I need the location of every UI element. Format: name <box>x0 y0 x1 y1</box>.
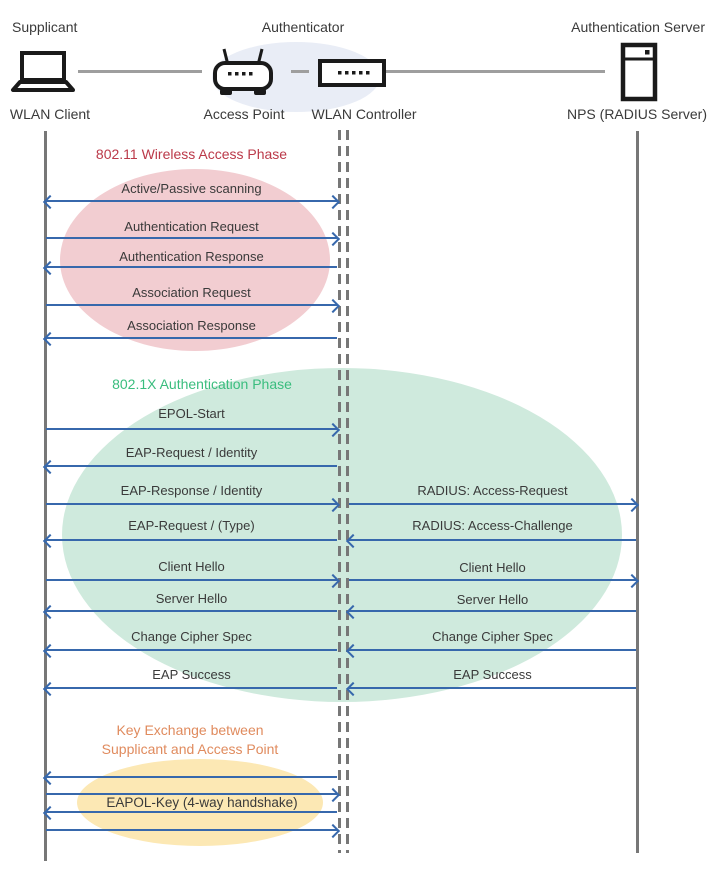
phase-title-80211: 802.11 Wireless Access Phase <box>95 146 288 162</box>
lifeline-nps-server <box>636 131 639 853</box>
message-eap-success-left: EAP Success <box>152 667 231 682</box>
role-authenticator: Authenticator <box>261 19 345 35</box>
lifeline-dashed-left <box>338 130 341 853</box>
message-eapol-key-handshake: EAPOL-Key (4-way handshake) <box>106 795 298 810</box>
label-wlan-client: WLAN Client <box>9 106 91 122</box>
arrow-epol-start <box>46 428 337 430</box>
arrow-eapol-key-4 <box>46 829 337 831</box>
message-eap-response-identity: EAP-Response / Identity <box>120 483 263 498</box>
message-server-hello-right: Server Hello <box>456 592 529 607</box>
message-client-hello-right: Client Hello <box>459 560 526 575</box>
message-radius-access-challenge: RADIUS: Access-Challenge <box>412 518 573 533</box>
arrow-eapol-key-1 <box>46 776 337 778</box>
arrow-authentication-response <box>46 266 337 268</box>
arrow-radius-access-challenge <box>349 539 636 541</box>
arrow-server-hello-right <box>349 610 636 612</box>
message-authentication-request: Authentication Request <box>124 219 259 234</box>
message-server-hello-left: Server Hello <box>155 591 228 606</box>
role-authentication-server: Authentication Server <box>571 19 705 35</box>
label-nps-radius-server: NPS (RADIUS Server) <box>566 106 708 122</box>
message-eap-success-right: EAP Success <box>453 667 532 682</box>
arrow-eap-response-identity <box>46 503 337 505</box>
arrow-radius-access-request <box>349 503 636 505</box>
message-change-cipher-spec-right: Change Cipher Spec <box>432 629 553 644</box>
phase-title-key-exchange-line2: Supplicant and Access Point <box>101 741 279 757</box>
arrow-eap-request-type <box>46 539 337 541</box>
message-eap-request-type: EAP-Request / (Type) <box>128 518 255 533</box>
message-epol-start: EPOL-Start <box>158 406 225 421</box>
arrow-association-response <box>46 337 337 339</box>
message-authentication-response: Authentication Response <box>119 249 264 264</box>
access-point-icon <box>213 48 273 95</box>
connector-controller-to-server <box>386 70 605 73</box>
phase-title-key-exchange-line1: Key Exchange between <box>116 722 264 738</box>
server-icon <box>620 42 658 102</box>
arrow-eap-success-right <box>349 687 636 689</box>
message-association-request: Association Request <box>132 285 251 300</box>
message-radius-access-request: RADIUS: Access-Request <box>417 483 568 498</box>
arrow-authentication-request <box>46 237 337 239</box>
arrow-client-hello-left <box>46 579 337 581</box>
phase-ellipse-key-exchange <box>77 759 323 846</box>
arrow-active-passive-scanning <box>46 200 337 202</box>
connector-client-to-ap <box>78 70 202 73</box>
arrow-server-hello-left <box>46 610 337 612</box>
label-wlan-controller: WLAN Controller <box>311 106 417 122</box>
message-change-cipher-spec-left: Change Cipher Spec <box>131 629 252 644</box>
arrow-change-cipher-spec-right <box>349 649 636 651</box>
wlan-controller-icon <box>318 59 386 87</box>
message-association-response: Association Response <box>127 318 256 333</box>
message-client-hello-left: Client Hello <box>158 559 225 574</box>
arrow-association-request <box>46 304 337 306</box>
message-active-passive-scanning: Active/Passive scanning <box>121 181 262 196</box>
phase-ellipse-8021x <box>62 368 622 702</box>
arrow-eap-request-identity <box>46 465 337 467</box>
arrow-change-cipher-spec-left <box>46 649 337 651</box>
label-access-point: Access Point <box>203 106 285 122</box>
arrow-eap-success-left <box>46 687 337 689</box>
phase-title-8021x: 802.1X Authentication Phase <box>112 376 292 392</box>
message-eap-request-identity: EAP-Request / Identity <box>125 445 258 460</box>
lifeline-dashed-right <box>346 130 349 853</box>
arrow-eapol-key-2 <box>46 793 337 795</box>
arrow-eapol-key-3 <box>46 811 337 813</box>
laptop-icon <box>11 51 75 92</box>
arrow-client-hello-right <box>349 579 636 581</box>
connector-ap-to-controller <box>291 70 309 73</box>
role-supplicant: Supplicant <box>12 19 78 35</box>
lifeline-wlan-client <box>44 131 47 861</box>
